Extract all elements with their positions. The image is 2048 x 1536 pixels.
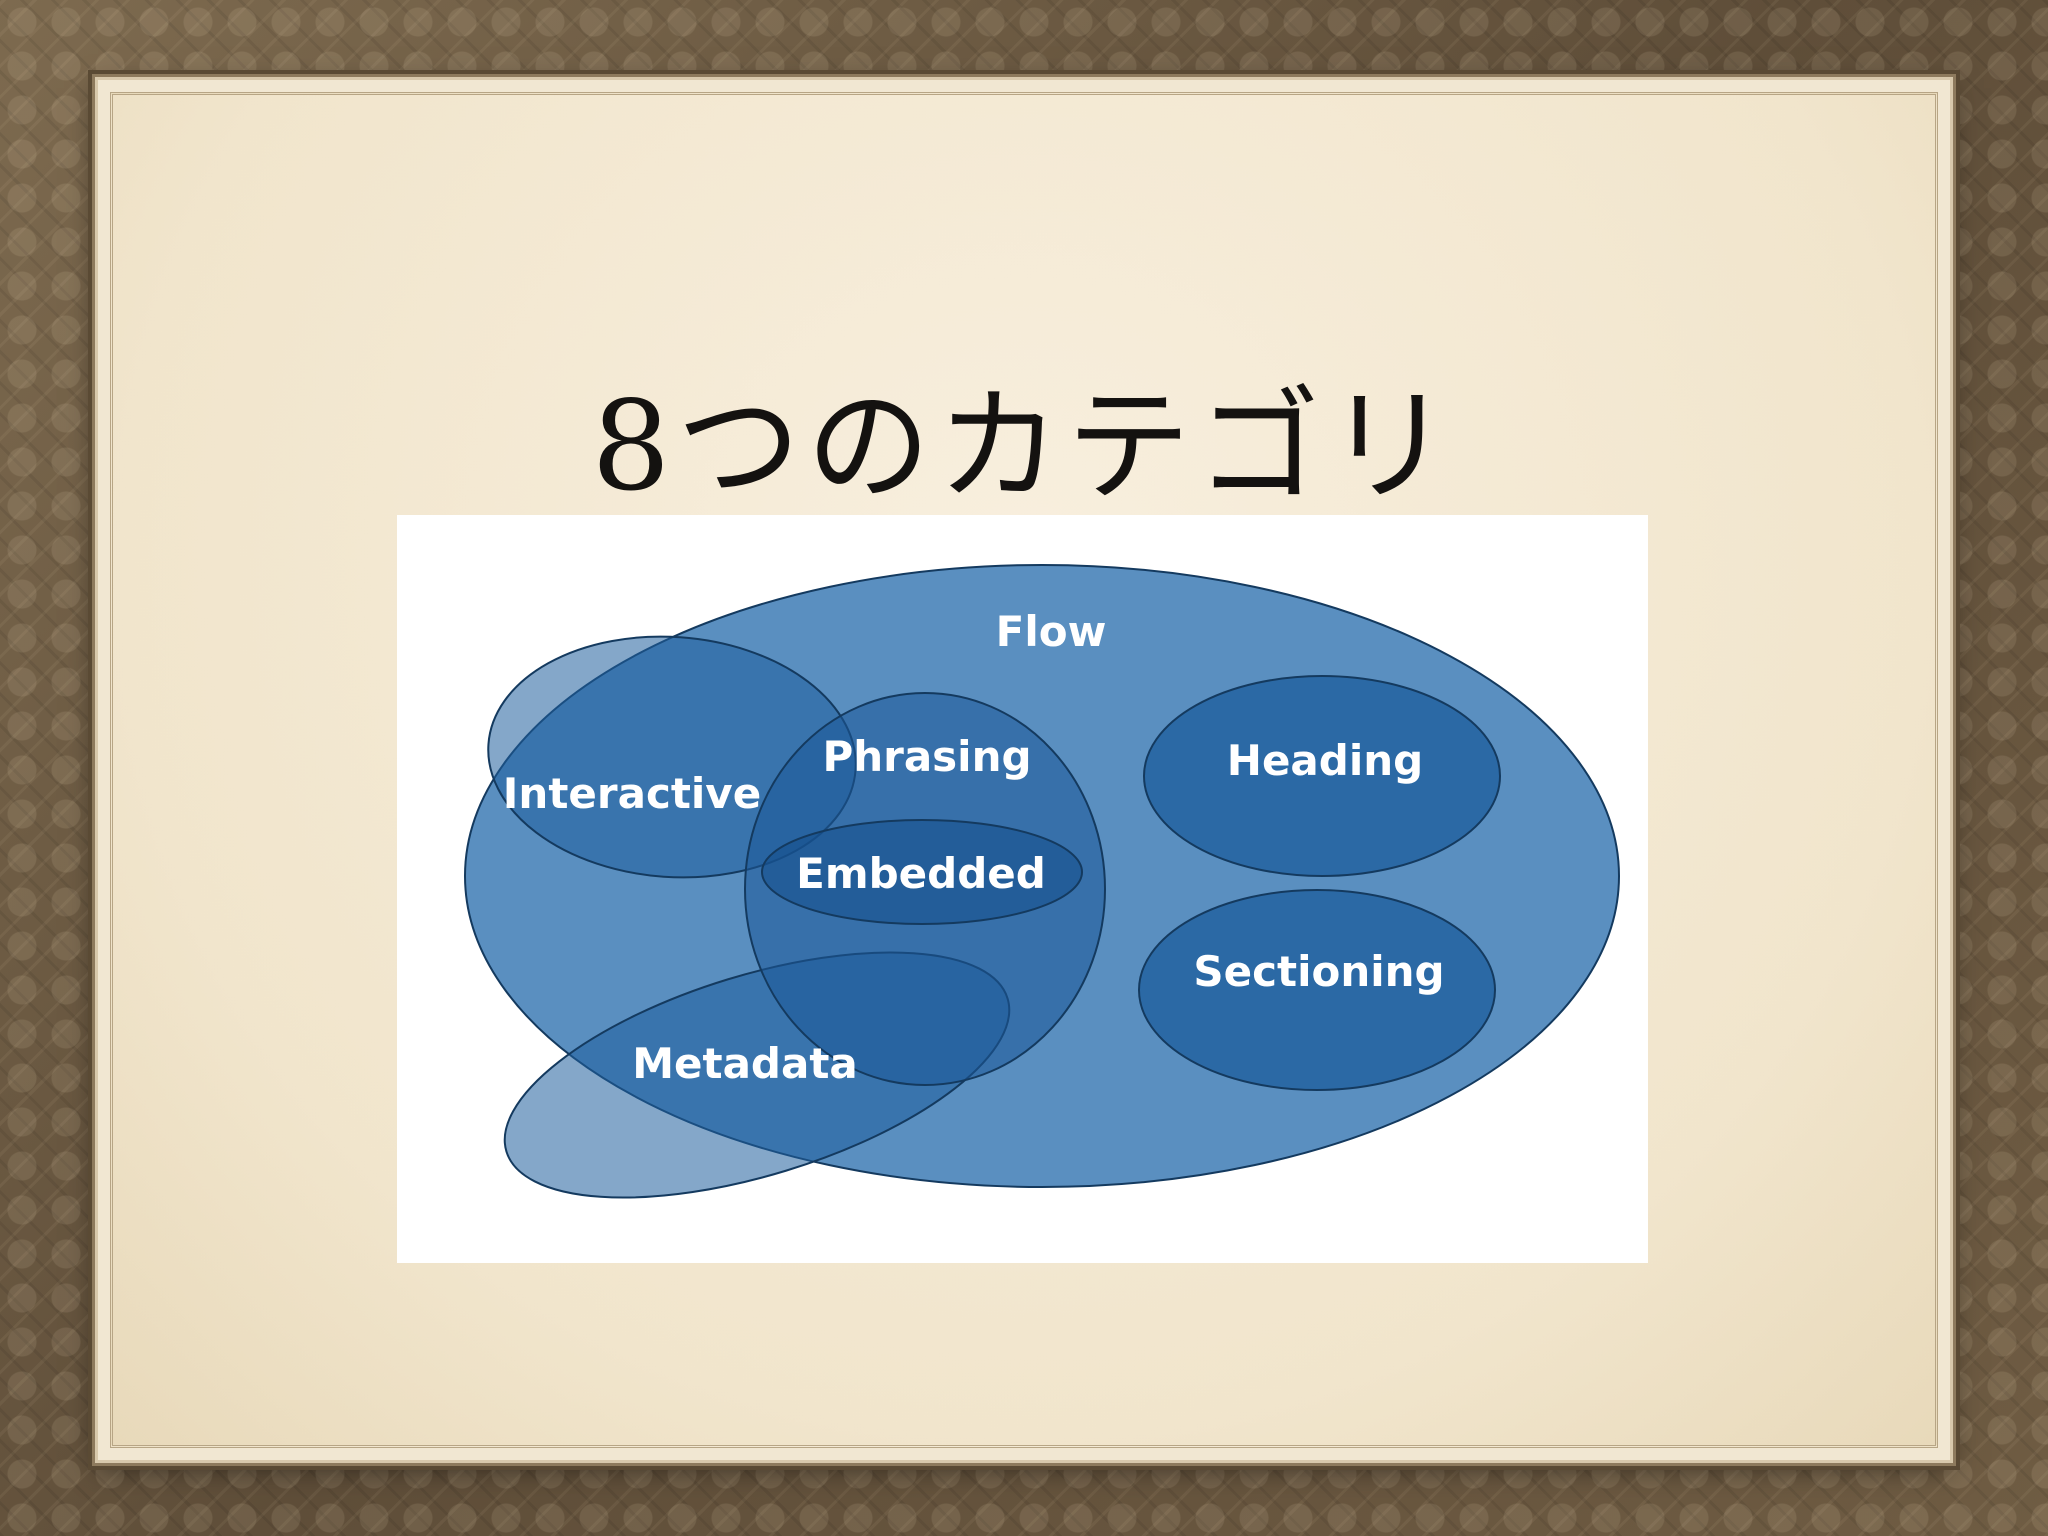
venn-diagram-svg: Flow Phrasing Interactive Embedded Headi…: [464, 564, 1620, 1199]
label-interactive: Interactive: [503, 769, 761, 818]
label-embedded: Embedded: [796, 849, 1046, 898]
ellipse-heading: [1143, 675, 1501, 877]
content-categories-diagram: Flow Phrasing Interactive Embedded Headi…: [397, 515, 1648, 1263]
label-sectioning: Sectioning: [1193, 947, 1444, 996]
label-heading: Heading: [1227, 736, 1423, 785]
ellipse-sectioning: [1138, 889, 1496, 1091]
label-metadata: Metadata: [632, 1039, 858, 1088]
ellipse-embedded: [761, 819, 1083, 925]
label-phrasing: Phrasing: [822, 732, 1031, 781]
label-flow: Flow: [996, 607, 1107, 656]
slide-title: 8つのカテゴリ: [591, 375, 1457, 519]
